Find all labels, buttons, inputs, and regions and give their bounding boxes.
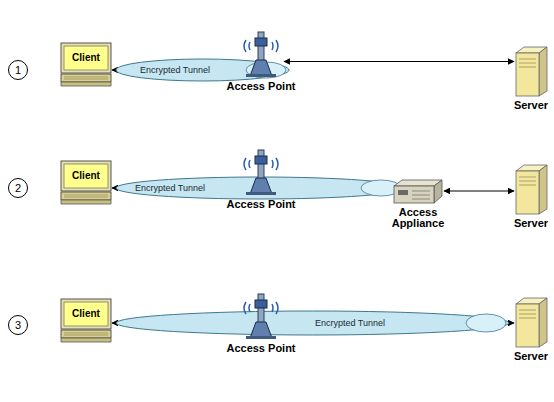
access-point: Access Point [238,146,284,196]
callout-circle: 2 [8,178,28,198]
encrypted-tunnel: Encrypted Tunnel [115,310,510,336]
laptop-icon [60,42,112,94]
server: Server [514,45,548,97]
node-label: Client [60,160,112,190]
server-tower-icon [514,45,548,97]
access-point: Access Point [238,290,284,340]
connector-arrow [112,70,115,71]
client-laptop: Client [60,42,112,94]
client-laptop: Client [60,298,112,350]
access-point-icon [238,290,284,340]
access-point: Access Point [238,28,284,78]
connector-arrow [112,188,115,189]
node-label: Server [514,100,548,111]
access-appliance: Access Appliance [392,178,444,204]
callout-number: 2 [15,182,21,194]
node-label: Client [60,42,112,72]
server: Server [514,163,548,215]
laptop-icon [60,160,112,212]
tunnel-ellipse [115,310,510,336]
node-label: Client [60,298,112,328]
node-label: Access Point [226,81,295,92]
access-point-icon [238,146,284,196]
appliance-box-icon [392,178,444,204]
callout-circle: 1 [8,60,28,80]
server-tower-icon [514,296,548,348]
callout-number: 3 [15,319,21,331]
node-label: Server [514,351,548,362]
connector-arrow [444,191,514,192]
callout-number: 1 [15,64,21,76]
node-label: Encrypted Tunnel [135,183,205,193]
server: Server [514,296,548,348]
connector-arrow [284,61,514,62]
node-label: Access Appliance [387,207,449,229]
client-laptop: Client [60,160,112,212]
node-label: Encrypted Tunnel [315,318,385,328]
node-label: Encrypted Tunnel [140,65,210,75]
access-point-icon [238,28,284,78]
server-tower-icon [514,163,548,215]
laptop-icon [60,298,112,350]
callout-circle: 3 [8,315,28,335]
connector-arrow [510,323,514,324]
node-label: Access Point [226,343,295,354]
node-label: Access Point [226,199,295,210]
node-label: Server [514,218,548,229]
connector-arrow [112,323,115,324]
